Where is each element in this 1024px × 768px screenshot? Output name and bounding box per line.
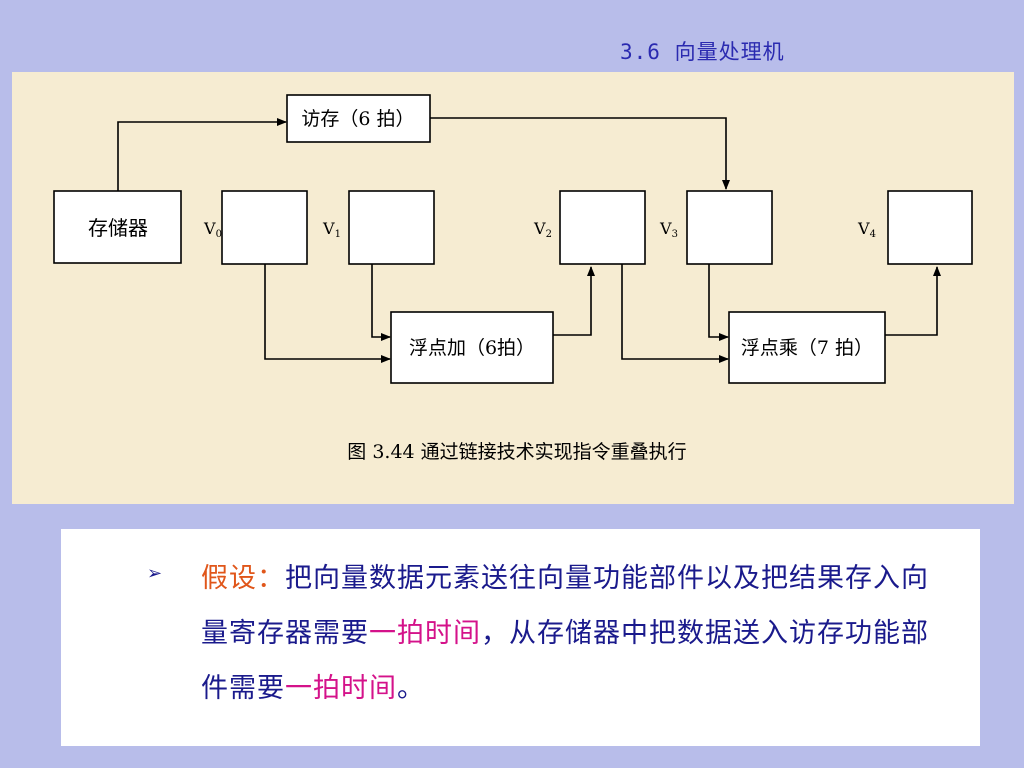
register-v2-box: [559, 190, 646, 265]
fp-add-box: [390, 311, 554, 384]
register-v4-label: V4: [857, 219, 876, 240]
register-v2-label: V2: [533, 219, 552, 240]
slide-title: 3.6 向量处理机: [620, 40, 785, 64]
assumption-paragraph: 假设：把向量数据元素送往向量功能部件以及把结果存入向量寄存器需要一拍时间，从存储…: [201, 551, 941, 716]
v3-to-fpmul-arrow: [708, 264, 729, 341]
register-v3-label: V3: [659, 219, 678, 240]
diagram-caption: 图 3.44 通过链接技术实现指令重叠执行: [347, 441, 686, 463]
load-unit-box: [286, 94, 431, 143]
memory-to-load-arrow: [117, 118, 287, 191]
memory-box: [53, 190, 182, 264]
highlight-one-beat-1: 一拍时间: [369, 618, 481, 649]
register-v0-box: [221, 190, 308, 265]
text-panel: ➢ 假设：把向量数据元素送往向量功能部件以及把结果存入向量寄存器需要一拍时间，从…: [61, 529, 980, 746]
register-v3-box: [686, 190, 773, 265]
v0-to-fpadd-arrow: [264, 264, 391, 363]
highlight-one-beat-2: 一拍时间: [285, 673, 397, 704]
memory-label: 存储器: [88, 216, 148, 240]
register-v0-label: V0: [203, 219, 222, 240]
fp-mul-label: 浮点乘（7 拍）: [741, 337, 873, 359]
chaining-diagram: 存储器 访存（6 拍） 浮点加（6拍） 浮点乘（7 拍） V0 V1 V2 V3…: [53, 94, 973, 463]
bullet-arrow-icon: ➢: [147, 563, 163, 584]
assumption-prefix: 假设：: [201, 563, 285, 594]
fpmul-to-v4-arrow: [885, 266, 941, 336]
load-to-v3-arrow: [430, 117, 730, 190]
v1-to-fpadd-arrow: [371, 264, 391, 341]
register-v1-box: [348, 190, 435, 265]
register-v4-box: [887, 190, 973, 265]
v2-to-fpmul-arrow: [621, 264, 729, 363]
fpadd-to-v2-arrow: [553, 266, 595, 336]
load-unit-label: 访存（6 拍）: [301, 108, 414, 130]
register-v1-label: V1: [322, 219, 341, 240]
assumption-end: 。: [397, 673, 425, 704]
fp-mul-box: [728, 311, 886, 384]
diagram-panel: 存储器 访存（6 拍） 浮点加（6拍） 浮点乘（7 拍） V0 V1 V2 V3…: [12, 72, 1014, 504]
assumption-text-1: 把向量数据元素送往向量功能部件以及把结果存入向量寄存器需要: [201, 563, 929, 649]
fp-add-label: 浮点加（6拍）: [409, 337, 535, 359]
assumption-text-2: ，从存储器中把数据送入访存功能部件需要: [201, 618, 929, 704]
